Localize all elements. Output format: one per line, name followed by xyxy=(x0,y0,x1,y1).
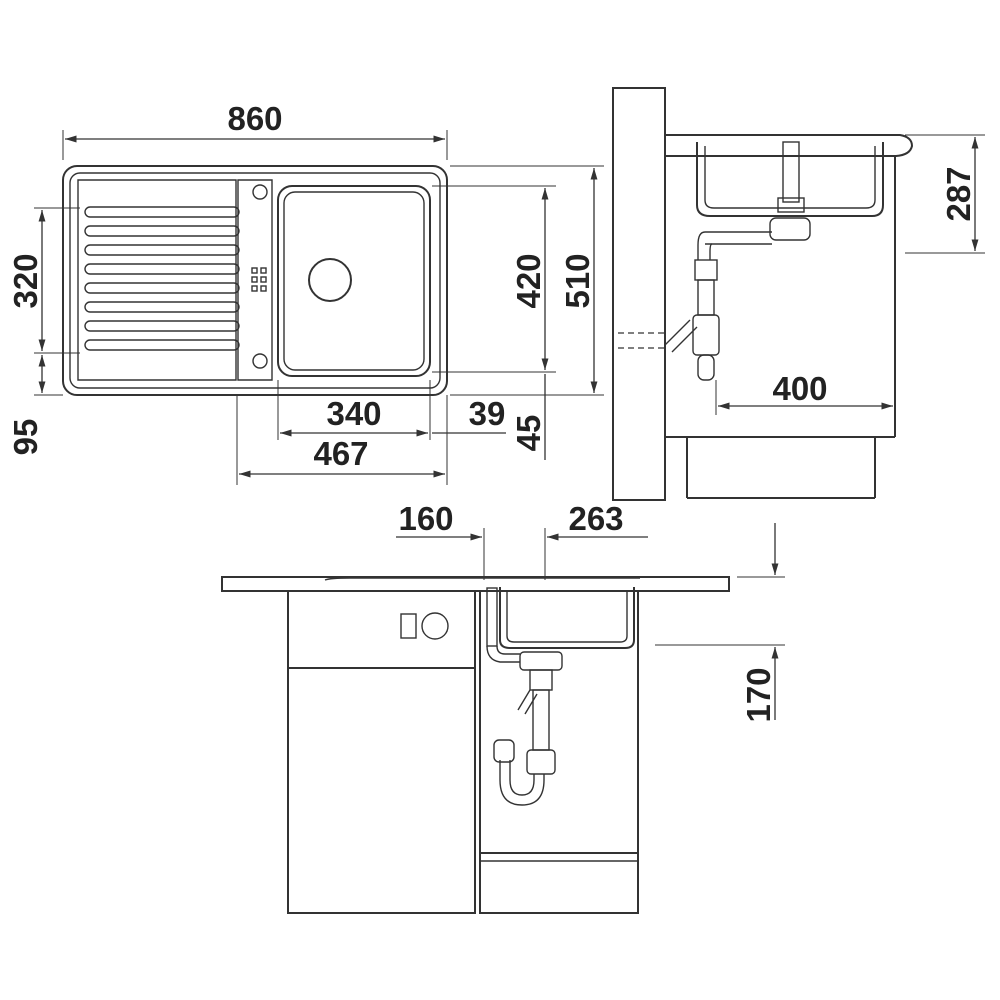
dim-overall-width: 860 xyxy=(227,100,282,137)
overflow-grid-icon xyxy=(251,267,267,292)
drainer-grooves xyxy=(84,206,240,351)
bowl xyxy=(277,185,431,377)
dim-right-rim: 39 xyxy=(469,395,506,432)
tap-hole-icon xyxy=(252,184,268,200)
bowl-front xyxy=(499,587,635,649)
dim-waste-offset: 400 xyxy=(772,370,827,407)
tap-deck xyxy=(237,179,273,381)
bowl-inner xyxy=(283,191,425,371)
side-plumbing xyxy=(618,141,811,381)
bowl-side xyxy=(696,142,884,217)
wall xyxy=(612,87,666,501)
dim-left-offset: 160 xyxy=(398,500,453,537)
dim-drainer-depth: 320 xyxy=(7,253,44,308)
dim-bowl-height: 287 xyxy=(940,166,977,221)
dim-bowl-center: 263 xyxy=(568,500,623,537)
worktop-side xyxy=(665,134,914,157)
dim-bowl-width: 340 xyxy=(326,395,381,432)
dim-bowl-section-width: 467 xyxy=(313,435,368,472)
dim-front-offset: 95 xyxy=(7,419,44,456)
front-plumbing xyxy=(486,587,563,806)
side-view: 287 400 xyxy=(612,87,985,501)
drain-icon xyxy=(308,258,352,302)
drainer-area xyxy=(77,179,237,381)
sink-outline xyxy=(62,165,448,396)
sink-cabinet xyxy=(479,590,639,914)
dim-bowl-depth: 420 xyxy=(510,253,547,308)
dim-overall-depth: 510 xyxy=(559,253,596,308)
sink-inner-rim xyxy=(69,172,441,389)
worktop-front xyxy=(221,576,730,592)
front-view: 160 263 170 xyxy=(221,500,785,914)
dim-depth-under-worktop: 170 xyxy=(740,667,777,722)
control-knob-icon xyxy=(421,612,449,640)
dim-bottom-offset: 45 xyxy=(510,415,547,452)
overflow-hole-icon xyxy=(252,353,268,369)
dishwasher xyxy=(287,590,476,914)
top-view: 860 320 95 340 39 467 420 510 45 xyxy=(7,100,604,485)
control-panel-icon xyxy=(400,613,417,639)
